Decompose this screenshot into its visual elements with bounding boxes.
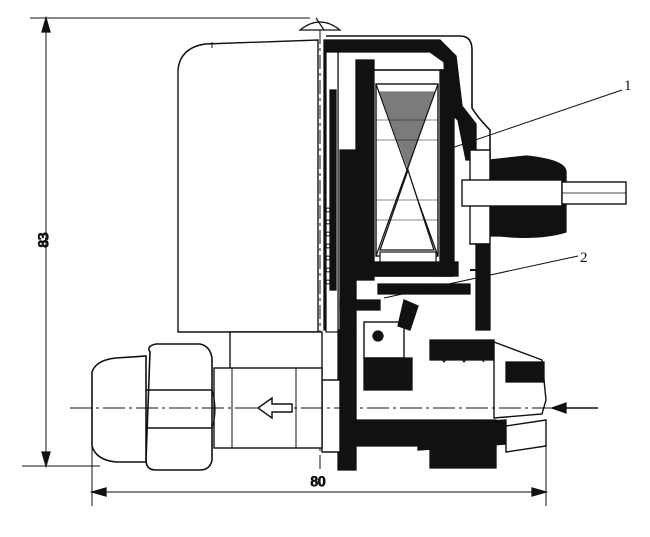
top-screw [298,17,342,470]
callout-1-leader [439,89,623,153]
inlet-arrow-icon [550,402,598,414]
height-dimension-label: 83 [36,233,52,248]
width-dimension-label: 80 [311,474,326,490]
valve-body [213,331,323,449]
width-dimension [89,440,549,506]
valve-mechanism [321,299,547,471]
section-view [321,35,627,471]
flow-arrow-icon [256,396,293,420]
callout-2-leader [383,255,579,299]
callout-1-label: 1 [624,78,632,94]
coil-housing [177,39,319,333]
cable-gland [461,149,627,245]
height-dimension [22,15,310,469]
hex-nut-fitting [91,343,216,471]
callout-2-label: 2 [580,250,588,266]
